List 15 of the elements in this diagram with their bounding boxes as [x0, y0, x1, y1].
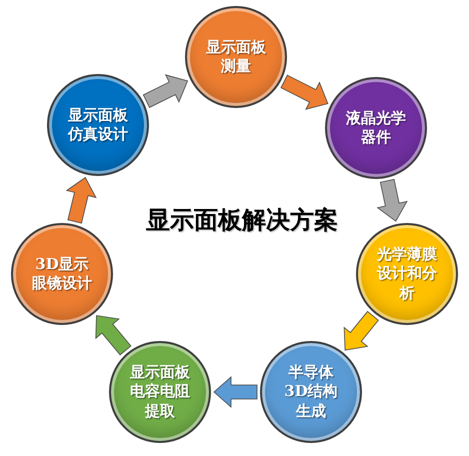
block-arrow [95, 315, 132, 356]
step-label: 液晶光学器件 [345, 108, 407, 148]
step-label: 3D显示眼镜设计 [31, 254, 93, 294]
block-arrow [142, 74, 188, 108]
block-arrow [344, 310, 379, 351]
step-label: 显示面板仿真设计 [66, 106, 129, 144]
block-arrow [66, 176, 97, 224]
block-arrow [376, 178, 408, 222]
step-label: 半导体3D结构生成 [283, 362, 339, 422]
step-label: 显示面板电容电阻提取 [129, 362, 191, 422]
block-arrow [280, 74, 328, 110]
block-arrow [213, 376, 258, 408]
diagram-title: 显示面板解决方案 [146, 208, 338, 232]
step-label: 显示面板测量 [205, 38, 267, 76]
step-label: 光学薄膜设计和分析 [376, 244, 438, 304]
